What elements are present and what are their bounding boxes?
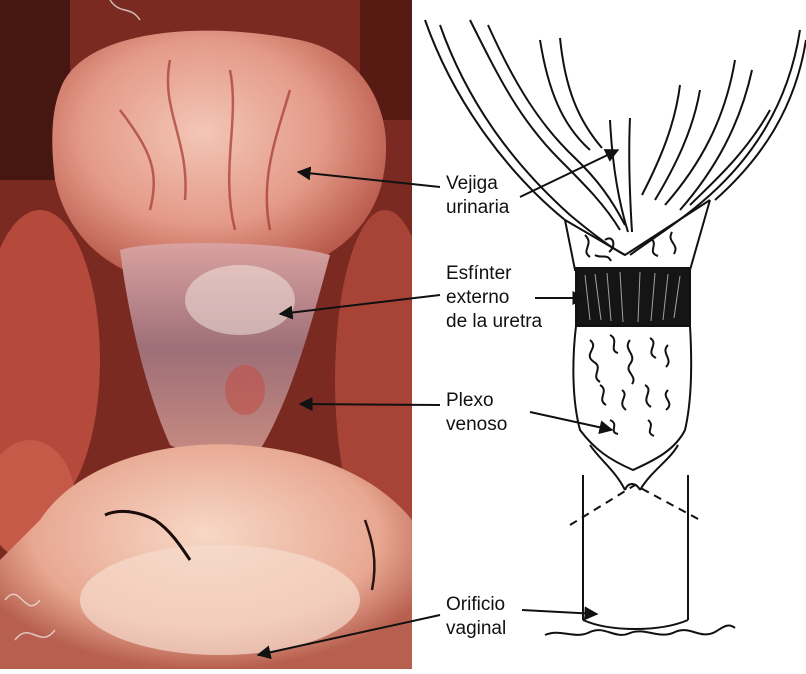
sphincter-band: [576, 268, 690, 326]
surgical-photo: [0, 0, 435, 669]
label-plexus-line1: Plexo: [446, 389, 507, 413]
drawing-pointer-arrows: [520, 150, 618, 614]
label-plexus: Plexo venoso: [446, 389, 507, 437]
arrow-to-plexus-drawing: [530, 412, 612, 430]
label-bladder: Vejiga urinaria: [446, 172, 509, 220]
arrow-to-plexus-photo: [300, 404, 440, 405]
label-sphincter-line1: Esfínter: [446, 262, 542, 286]
label-orifice-line2: vaginal: [446, 617, 506, 641]
label-sphincter-line3: de la uretra: [446, 310, 542, 334]
arrow-to-orifice-drawing: [522, 610, 597, 614]
label-plexus-line2: venoso: [446, 413, 507, 437]
label-orifice: Orificio vaginal: [446, 593, 506, 641]
label-bladder-line2: urinaria: [446, 196, 509, 220]
label-orifice-line1: Orificio: [446, 593, 506, 617]
label-bladder-line1: Vejiga: [446, 172, 509, 196]
label-sphincter-line2: externo: [446, 286, 542, 310]
label-sphincter: Esfínter externo de la uretra: [446, 262, 542, 334]
